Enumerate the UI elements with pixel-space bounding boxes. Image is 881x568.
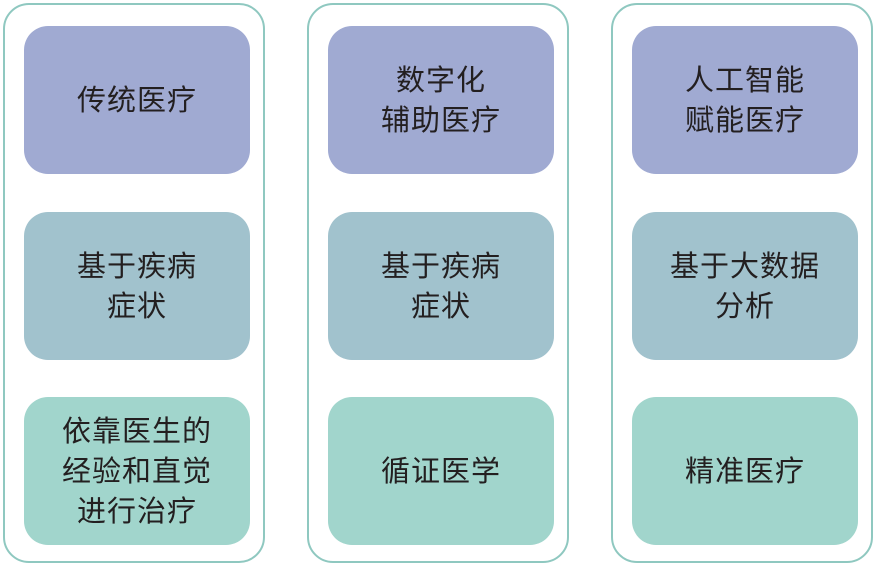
method-label: 精准医疗 — [684, 454, 805, 488]
column-digital-assisted-medicine: 数字化 辅助医疗 基于疾病 症状 循证医学 — [307, 3, 569, 563]
stage-label: 数字化 辅助医疗 — [380, 63, 501, 137]
column-ai-empowered-medicine: 人工智能 赋能医疗 基于大数据 分析 精准医疗 — [611, 3, 873, 563]
stage-box-digital: 数字化 辅助医疗 — [328, 26, 554, 174]
stage-box-ai: 人工智能 赋能医疗 — [632, 26, 858, 174]
method-label: 依靠医生的 经验和直觉 进行治疗 — [61, 414, 212, 528]
basis-label: 基于疾病 症状 — [380, 249, 501, 323]
basis-box-ai: 基于大数据 分析 — [632, 212, 858, 360]
stage-box-traditional: 传统医疗 — [24, 26, 250, 174]
basis-box-traditional: 基于疾病 症状 — [24, 212, 250, 360]
basis-label: 基于大数据 分析 — [669, 249, 820, 323]
stage-label: 传统医疗 — [76, 83, 197, 117]
method-box-digital: 循证医学 — [328, 397, 554, 545]
column-traditional-medicine: 传统医疗 基于疾病 症状 依靠医生的 经验和直觉 进行治疗 — [3, 3, 265, 563]
method-box-ai: 精准医疗 — [632, 397, 858, 545]
basis-box-digital: 基于疾病 症状 — [328, 212, 554, 360]
stage-label: 人工智能 赋能医疗 — [684, 63, 805, 137]
basis-label: 基于疾病 症状 — [76, 249, 197, 323]
method-label: 循证医学 — [380, 454, 501, 488]
method-box-traditional: 依靠医生的 经验和直觉 进行治疗 — [24, 397, 250, 545]
